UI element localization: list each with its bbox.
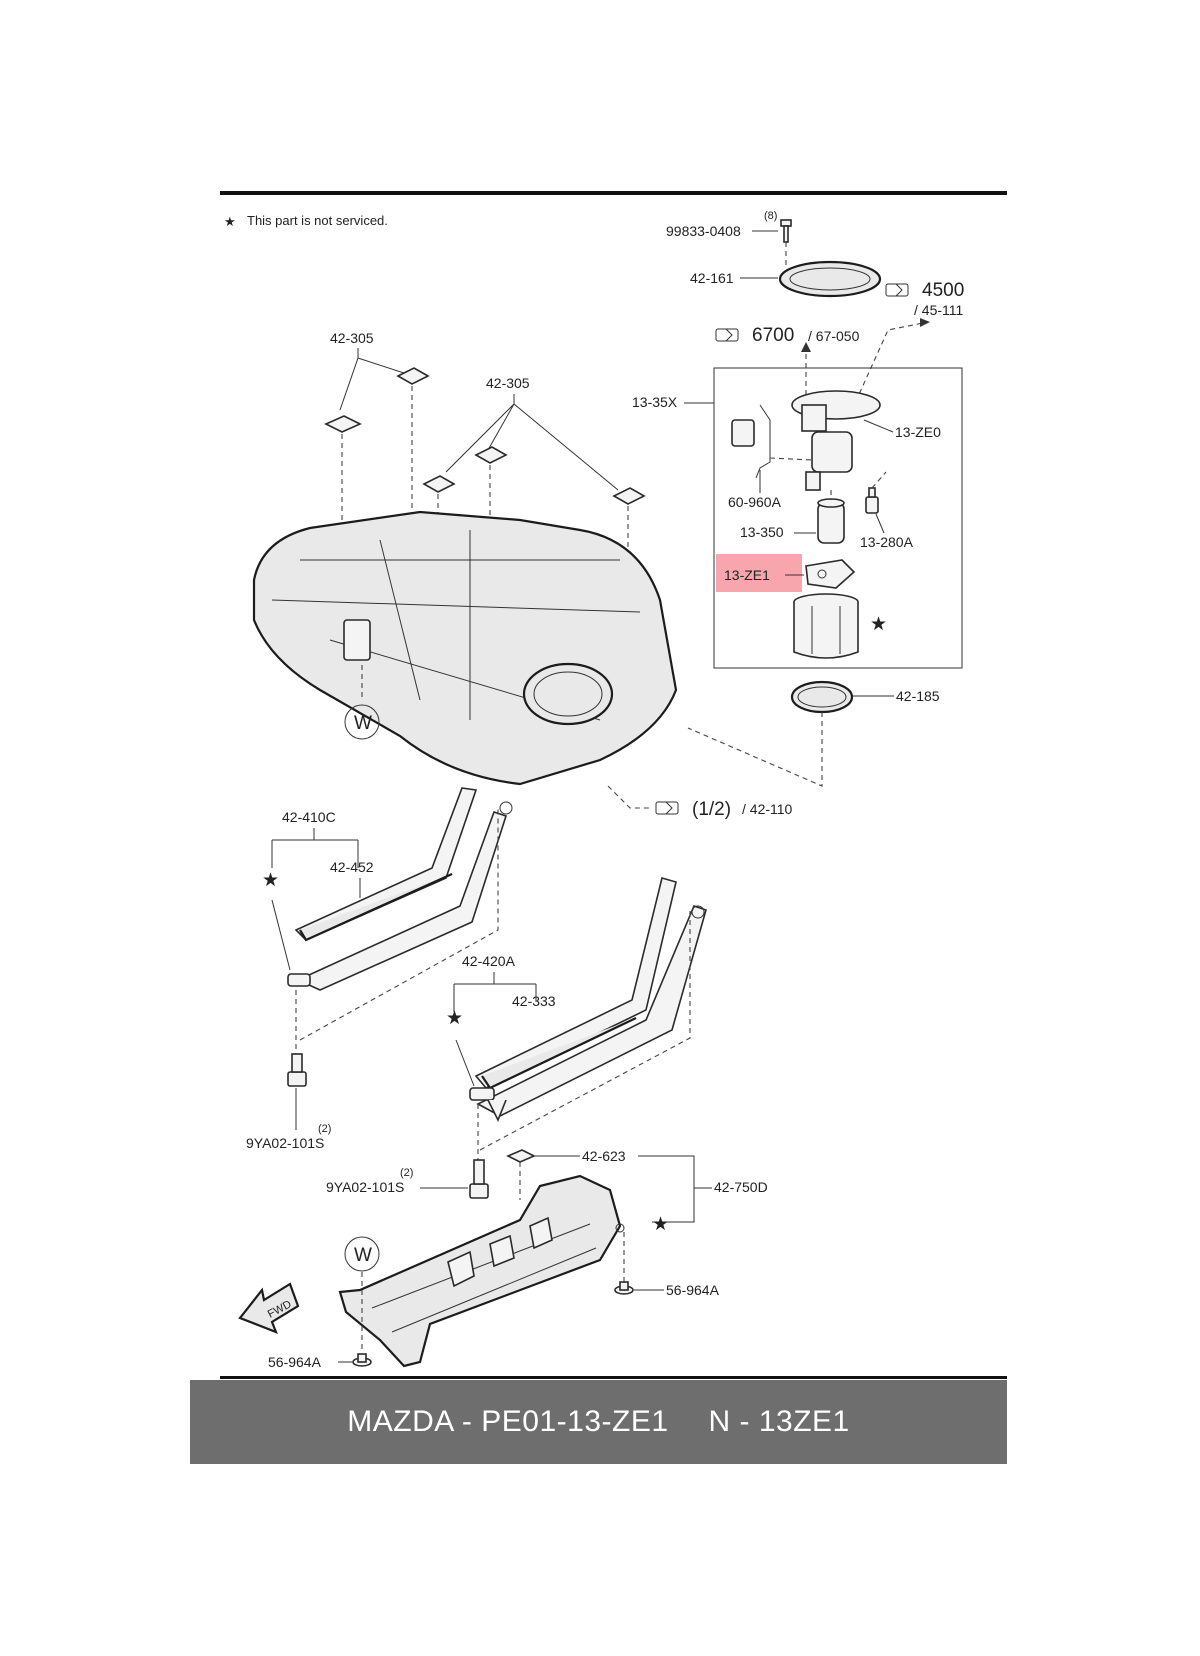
qty-left: (2) <box>318 1123 331 1135</box>
label-w-bottom: W <box>354 1245 372 1266</box>
dash-tank-ref <box>607 785 652 809</box>
dash-arrowhead-6700 <box>801 342 811 352</box>
insulator-pad-small-icon <box>506 1149 536 1163</box>
dash-strap-mid-diag <box>479 910 691 1151</box>
footer-code: N - 13ZE1 <box>708 1405 850 1438</box>
label-42-305-b[interactable]: 42-305 <box>486 375 530 391</box>
leader-star-420a <box>455 1039 475 1087</box>
pump-flange-icon <box>791 390 881 491</box>
pump-bracket-icon <box>805 559 856 589</box>
bottom-rule <box>220 1376 1007 1379</box>
clip-fastener-right-icon <box>614 1281 634 1295</box>
label-56-964a-right[interactable]: 56-964A <box>666 1282 720 1298</box>
bolt-icon <box>780 219 792 243</box>
label-13-350[interactable]: 13-350 <box>740 524 784 540</box>
forward-arrow-icon <box>238 1282 300 1334</box>
strap-bolt-left-icon <box>287 1053 307 1087</box>
w-marker-top-icon <box>344 704 380 740</box>
star-not-serviced-420a: ★ <box>446 1008 463 1029</box>
label-ref-4500[interactable]: 4500 <box>922 280 964 301</box>
star-not-serviced-410c: ★ <box>262 870 279 891</box>
leader-13-ze0 <box>863 419 894 433</box>
dash-gasket-tank <box>687 712 823 787</box>
fuel-sender-icon <box>731 404 813 479</box>
label-42-333[interactable]: 42-333 <box>512 993 556 1009</box>
dash-to-4500 <box>851 321 929 411</box>
label-42-420a[interactable]: 42-420A <box>462 953 516 969</box>
reference-arrow-icon <box>885 283 909 297</box>
label-13-ze0[interactable]: 13-ZE0 <box>895 424 941 440</box>
note-star: ★ <box>224 214 236 229</box>
label-42-161[interactable]: 42-161 <box>690 270 734 286</box>
reservoir-cup-icon <box>793 593 859 659</box>
label-ref-half[interactable]: (1/2) <box>692 799 731 820</box>
retaining-ring-icon <box>778 260 882 298</box>
label-60-960a[interactable]: 60-960A <box>728 494 782 510</box>
dash-regulator <box>871 471 887 489</box>
dash-arrowhead-4500 <box>920 318 930 327</box>
tank-strap-right-icon <box>469 877 707 1122</box>
reference-arrow-icon <box>655 801 679 815</box>
label-13-ze1[interactable]: 13-ZE1 <box>724 567 770 583</box>
dash-strap-left-diag <box>299 808 499 1041</box>
fuel-tank-icon <box>252 510 678 786</box>
clip-fastener-left-icon <box>352 1353 372 1367</box>
leader-13-280a <box>875 513 885 534</box>
pressure-regulator-icon <box>865 487 879 514</box>
label-99833-0408[interactable]: 99833-0408 <box>666 223 741 239</box>
label-13-35x[interactable]: 13-35X <box>632 394 678 410</box>
label-42-452[interactable]: 42-452 <box>330 859 374 875</box>
note-text: This part is not serviced. <box>247 213 388 228</box>
leader-42-623-bracket <box>638 1155 695 1223</box>
reference-arrow-icon <box>715 328 739 342</box>
qty-mid: (2) <box>400 1167 413 1179</box>
fuel-filter-icon <box>817 498 845 544</box>
label-ref-6700[interactable]: 6700 <box>752 325 794 346</box>
w-marker-bottom-icon <box>344 1236 380 1272</box>
bolt-qty: (8) <box>764 210 777 222</box>
label-ref-45-111[interactable]: / 45-111 <box>914 302 964 318</box>
insulator-pad-icon <box>422 446 646 505</box>
label-42-410c[interactable]: 42-410C <box>282 809 336 825</box>
insulator-pad-icon <box>324 367 430 433</box>
pump-assembly-box <box>713 367 963 669</box>
label-9ya02-101s-mid[interactable]: 9YA02-101S <box>326 1179 404 1195</box>
label-w-top: W <box>354 713 372 734</box>
leader-42-305-b <box>445 394 619 491</box>
strap-bolt-mid-icon <box>469 1159 489 1199</box>
star-not-serviced-750d: ★ <box>652 1214 669 1235</box>
label-9ya02-101s-left[interactable]: 9YA02-101S <box>246 1135 324 1151</box>
footer-part-number: MAZDA - PE01-13-ZE1 <box>347 1405 669 1438</box>
leader-42-305-a <box>339 348 411 411</box>
leader-star-410c <box>271 899 291 971</box>
gasket-ring-icon <box>790 680 854 714</box>
label-42-623[interactable]: 42-623 <box>582 1148 626 1164</box>
highlight-13-ze1 <box>716 554 802 592</box>
label-ref-67-050[interactable]: / 67-050 <box>808 328 860 344</box>
under-cover-icon <box>338 1174 625 1368</box>
leader-42-420a <box>453 972 537 1012</box>
label-42-185[interactable]: 42-185 <box>896 688 940 704</box>
label-42-305-a[interactable]: 42-305 <box>330 330 374 346</box>
leader-42-410c <box>271 828 359 868</box>
label-56-964a-left[interactable]: 56-964A <box>268 1354 322 1370</box>
star-not-serviced-cup: ★ <box>870 614 887 635</box>
tank-strap-left-icon <box>287 787 513 991</box>
label-42-750d[interactable]: 42-750D <box>714 1179 768 1195</box>
part-number-banner: MAZDA - PE01-13-ZE1 N - 13ZE1 <box>190 1380 1007 1464</box>
label-13-280a[interactable]: 13-280A <box>860 534 914 550</box>
top-rule <box>220 191 1007 195</box>
label-ref-42-110[interactable]: / 42-110 <box>742 801 793 817</box>
